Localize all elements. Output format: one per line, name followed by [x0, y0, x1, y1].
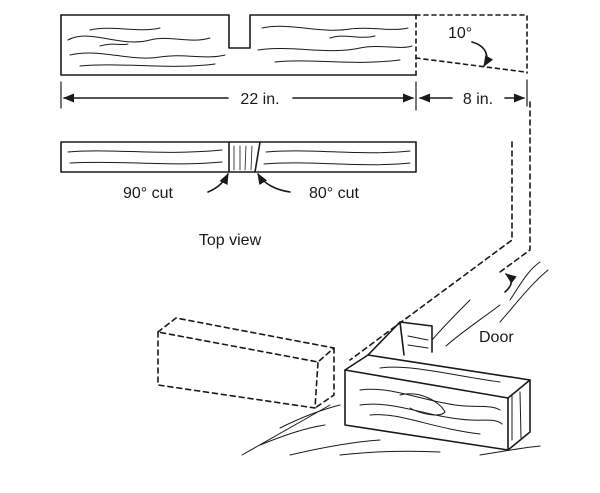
block-grain	[359, 335, 522, 441]
door-frame	[349, 101, 531, 361]
top-view-grain	[67, 145, 411, 171]
view-caption: Top view	[199, 232, 262, 249]
dimension-label-main: 22 in.	[240, 91, 279, 108]
angle-label: 10°	[448, 25, 472, 42]
dimension-lines	[60, 79, 528, 111]
door-arrow	[504, 273, 517, 293]
wedge-block	[344, 321, 531, 451]
cut-arrow-right	[257, 173, 291, 193]
floor-hatching	[241, 261, 549, 456]
door-label: Door	[479, 329, 514, 346]
dimension-label-end: 8 in.	[463, 91, 493, 108]
cut-label-right: 80° cut	[309, 185, 360, 202]
angle-arrow	[471, 41, 494, 67]
dashed-block	[157, 317, 335, 409]
top-view-board	[60, 141, 417, 173]
wood-grain	[67, 25, 413, 67]
side-view-board	[60, 14, 528, 76]
cut-label-left: 90° cut	[123, 185, 174, 202]
cut-arrow-left	[207, 172, 229, 193]
